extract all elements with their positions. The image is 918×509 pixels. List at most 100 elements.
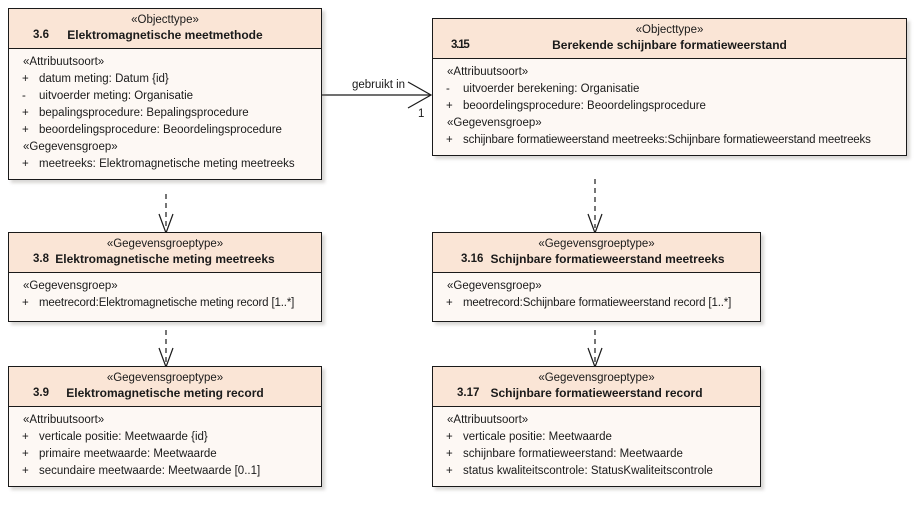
visibility-marker: +: [22, 431, 29, 443]
class-header: «Gegevensgroeptype» 3.8 Elektromagnetisc…: [9, 233, 321, 273]
class-name: Schijnbare formatieweerstand meetreeks: [490, 252, 725, 266]
class-berekende-schijnbare-formatieweerstand[interactable]: «Objecttype» 3.15 Berekende schijnbare f…: [432, 18, 907, 156]
feature-row: + verticale positie: Meetwaarde: [437, 429, 756, 446]
feature-text: meetrecord:Schijnbare formatieweerstand …: [463, 297, 732, 309]
visibility-marker: +: [446, 431, 453, 443]
class-elektromagnetische-meting-record[interactable]: «Gegevensgroeptype» 3.9 Elektromagnetisc…: [8, 366, 322, 487]
class-name-row: 3.15 Berekende schijnbare formatieweerst…: [439, 37, 900, 53]
feature-row: - uitvoerder berekening: Organisatie: [437, 81, 902, 98]
class-body: «Attribuutsoort» + verticale positie: Me…: [9, 407, 321, 486]
visibility-marker: +: [22, 297, 29, 309]
feature-row: + meetreeks: Elektromagnetische meting m…: [13, 156, 317, 173]
feature-text: verticale positie: Meetwaarde: [463, 431, 612, 443]
feature-row: + bepalingsprocedure: Bepalingsprocedure: [13, 105, 317, 122]
compartment-label: «Gegevensgroep»: [447, 117, 542, 129]
class-stereotype: «Gegevensgroeptype»: [538, 372, 655, 384]
compartment-label: «Attribuutsoort»: [447, 66, 529, 78]
feature-text: beoordelingsprocedure: Beoordelingsproce…: [463, 100, 706, 112]
feature-row: + secundaire meetwaarde: Meetwaarde [0..…: [13, 463, 317, 480]
connector-dep-38-39[interactable]: [158, 330, 174, 369]
class-schijnbare-formatieweerstand-meetreeks[interactable]: «Gegevensgroeptype» 3.16 Schijnbare form…: [432, 232, 761, 322]
feature-text: meetrecord:Elektromagnetische meting rec…: [39, 297, 295, 309]
class-number: 3.8: [33, 253, 49, 265]
visibility-marker: +: [446, 100, 453, 112]
class-header: «Gegevensgroeptype» 3.16 Schijnbare form…: [433, 233, 760, 273]
visibility-marker: +: [22, 124, 29, 136]
visibility-marker: -: [446, 83, 450, 95]
feature-row: + datum meting: Datum {id}: [13, 71, 317, 88]
class-name: Berekende schijnbare formatieweerstand: [552, 38, 787, 52]
visibility-marker: +: [22, 448, 29, 460]
visibility-marker: +: [22, 107, 29, 119]
visibility-marker: +: [446, 134, 453, 146]
visibility-marker: +: [22, 73, 29, 85]
class-name-row: 3.9 Elektromagnetische meting record: [15, 385, 315, 401]
feature-text: primaire meetwaarde: Meetwaarde: [39, 448, 217, 460]
compartment-label: «Attribuutsoort»: [23, 414, 105, 426]
feature-row: + primaire meetwaarde: Meetwaarde: [13, 446, 317, 463]
class-number: 3.6: [33, 29, 49, 41]
feature-row: + verticale positie: Meetwaarde {id}: [13, 429, 317, 446]
class-stereotype: «Gegevensgroeptype»: [106, 372, 224, 384]
class-header: «Gegevensgroeptype» 3.17 Schijnbare form…: [433, 367, 760, 407]
class-number: 3.17: [457, 387, 480, 399]
class-number: 3.9: [33, 387, 49, 399]
feature-text: meetreeks: Elektromagnetische meting mee…: [39, 158, 295, 170]
class-name: Elektromagnetische meetmethode: [67, 28, 263, 42]
class-body: «Gegevensgroep» + meetrecord:Schijnbare …: [433, 273, 760, 321]
class-number: 3.15: [451, 39, 470, 51]
class-header: «Objecttype» 3.6 Elektromagnetische meet…: [9, 9, 321, 49]
visibility-marker: +: [22, 158, 29, 170]
visibility-marker: +: [22, 465, 29, 477]
class-body: «Gegevensgroep» + meetrecord:Elektromagn…: [9, 273, 321, 321]
feature-text: verticale positie: Meetwaarde {id}: [39, 431, 208, 443]
feature-row: + schijnbare formatieweerstand meetreeks…: [437, 132, 902, 149]
feature-text: schijnbare formatieweerstand: Meetwaarde: [463, 448, 683, 460]
visibility-marker: +: [446, 465, 453, 477]
class-name-row: 3.16 Schijnbare formatieweerstand meetre…: [439, 251, 754, 267]
class-body: «Attribuutsoort» + verticale positie: Me…: [433, 407, 760, 486]
feature-text: secundaire meetwaarde: Meetwaarde [0..1]: [39, 465, 261, 477]
class-name-row: 3.6 Elektromagnetische meetmethode: [15, 27, 315, 43]
feature-row: + status kwaliteitscontrole: StatusKwali…: [437, 463, 756, 480]
class-header: «Gegevensgroeptype» 3.9 Elektromagnetisc…: [9, 367, 321, 407]
compartment-label: «Gegevensgroep»: [23, 280, 118, 292]
feature-row: + schijnbare formatieweerstand: Meetwaar…: [437, 446, 756, 463]
class-stereotype: «Objecttype»: [635, 24, 704, 36]
class-body: «Attribuutsoort» + datum meting: Datum {…: [9, 49, 321, 179]
class-stereotype: «Objecttype»: [131, 14, 199, 26]
class-name-row: 3.8 Elektromagnetische meting meetreeks: [15, 251, 315, 267]
feature-text: uitvoerder berekening: Organisatie: [463, 83, 640, 95]
class-name-row: 3.17 Schijnbare formatieweerstand record: [439, 385, 754, 401]
visibility-marker: +: [446, 297, 453, 309]
feature-row: + beoordelingsprocedure: Beoordelingspro…: [13, 122, 317, 139]
connector-multiplicity-gebruikt-in: 1: [418, 108, 425, 120]
feature-text: status kwaliteitscontrole: StatusKwalite…: [463, 465, 713, 477]
feature-row: - uitvoerder meting: Organisatie: [13, 88, 317, 105]
class-stereotype: «Gegevensgroeptype»: [106, 238, 224, 250]
feature-text: bepalingsprocedure: Bepalingsprocedure: [39, 107, 249, 119]
connector-dep-316-317[interactable]: [587, 330, 603, 369]
feature-text: schijnbare formatieweerstand meetreeks:S…: [463, 134, 871, 146]
compartment-label: «Attribuutsoort»: [23, 56, 105, 68]
connector-gebruikt-in[interactable]: [322, 81, 433, 109]
feature-row: + meetrecord:Schijnbare formatieweerstan…: [437, 295, 756, 312]
class-name: Elektromagnetische meting meetreeks: [55, 252, 275, 266]
class-header: «Objecttype» 3.15 Berekende schijnbare f…: [433, 19, 906, 59]
class-number: 3.16: [461, 253, 484, 265]
feature-text: uitvoerder meting: Organisatie: [39, 90, 194, 102]
compartment-label: «Gegevensgroep»: [447, 280, 542, 292]
connector-dep-36-38[interactable]: [158, 194, 174, 235]
compartment-label: «Attribuutsoort»: [447, 414, 529, 426]
class-body: «Attribuutsoort» - uitvoerder berekening…: [433, 59, 906, 155]
connector-dep-315-316[interactable]: [587, 179, 603, 235]
visibility-marker: +: [446, 448, 453, 460]
class-stereotype: «Gegevensgroeptype»: [538, 238, 655, 250]
class-elektromagnetische-meetmethode[interactable]: «Objecttype» 3.6 Elektromagnetische meet…: [8, 8, 322, 180]
class-elektromagnetische-meting-meetreeks[interactable]: «Gegevensgroeptype» 3.8 Elektromagnetisc…: [8, 232, 322, 322]
feature-row: + meetrecord:Elektromagnetische meting r…: [13, 295, 317, 312]
class-schijnbare-formatieweerstand-record[interactable]: «Gegevensgroeptype» 3.17 Schijnbare form…: [432, 366, 761, 487]
connector-label-gebruikt-in: gebruikt in: [352, 79, 406, 91]
visibility-marker: -: [22, 90, 26, 102]
